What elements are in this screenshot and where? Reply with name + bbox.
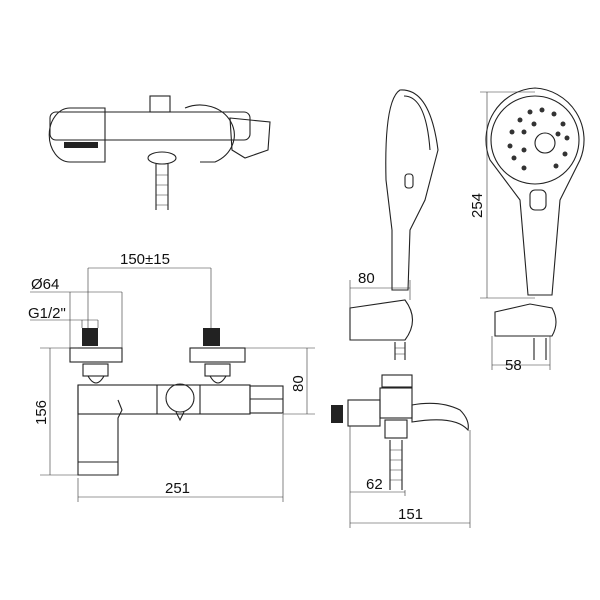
spray-nozzles (507, 107, 570, 171)
dim-thread: G1/2" (28, 305, 66, 322)
dim-holder-width: 58 (505, 357, 522, 374)
dim-handshower-length: 254 (469, 193, 486, 218)
dim-holder-projection: 80 (358, 270, 375, 287)
mixer-front-view (69, 328, 284, 476)
dim-spout-offset: 62 (366, 476, 383, 493)
handshower-front-view: 254 58 (469, 87, 585, 374)
dim-height: 156 (33, 400, 50, 425)
front-view-dimensions: 150±15 Ø64 G1/2" 156 80 251 (28, 251, 315, 502)
dim-escutcheon-diameter: Ø64 (31, 276, 59, 293)
dim-spout-length: 151 (398, 506, 423, 523)
dim-wall-to-body: 80 (290, 375, 307, 392)
side-view-dimensions: 80 62 151 (349, 270, 471, 528)
handshower-side-view (331, 89, 469, 490)
mixer-top-view (48, 95, 271, 210)
dim-width: 251 (165, 480, 190, 497)
dim-inlet-spacing: 150±15 (120, 251, 170, 268)
